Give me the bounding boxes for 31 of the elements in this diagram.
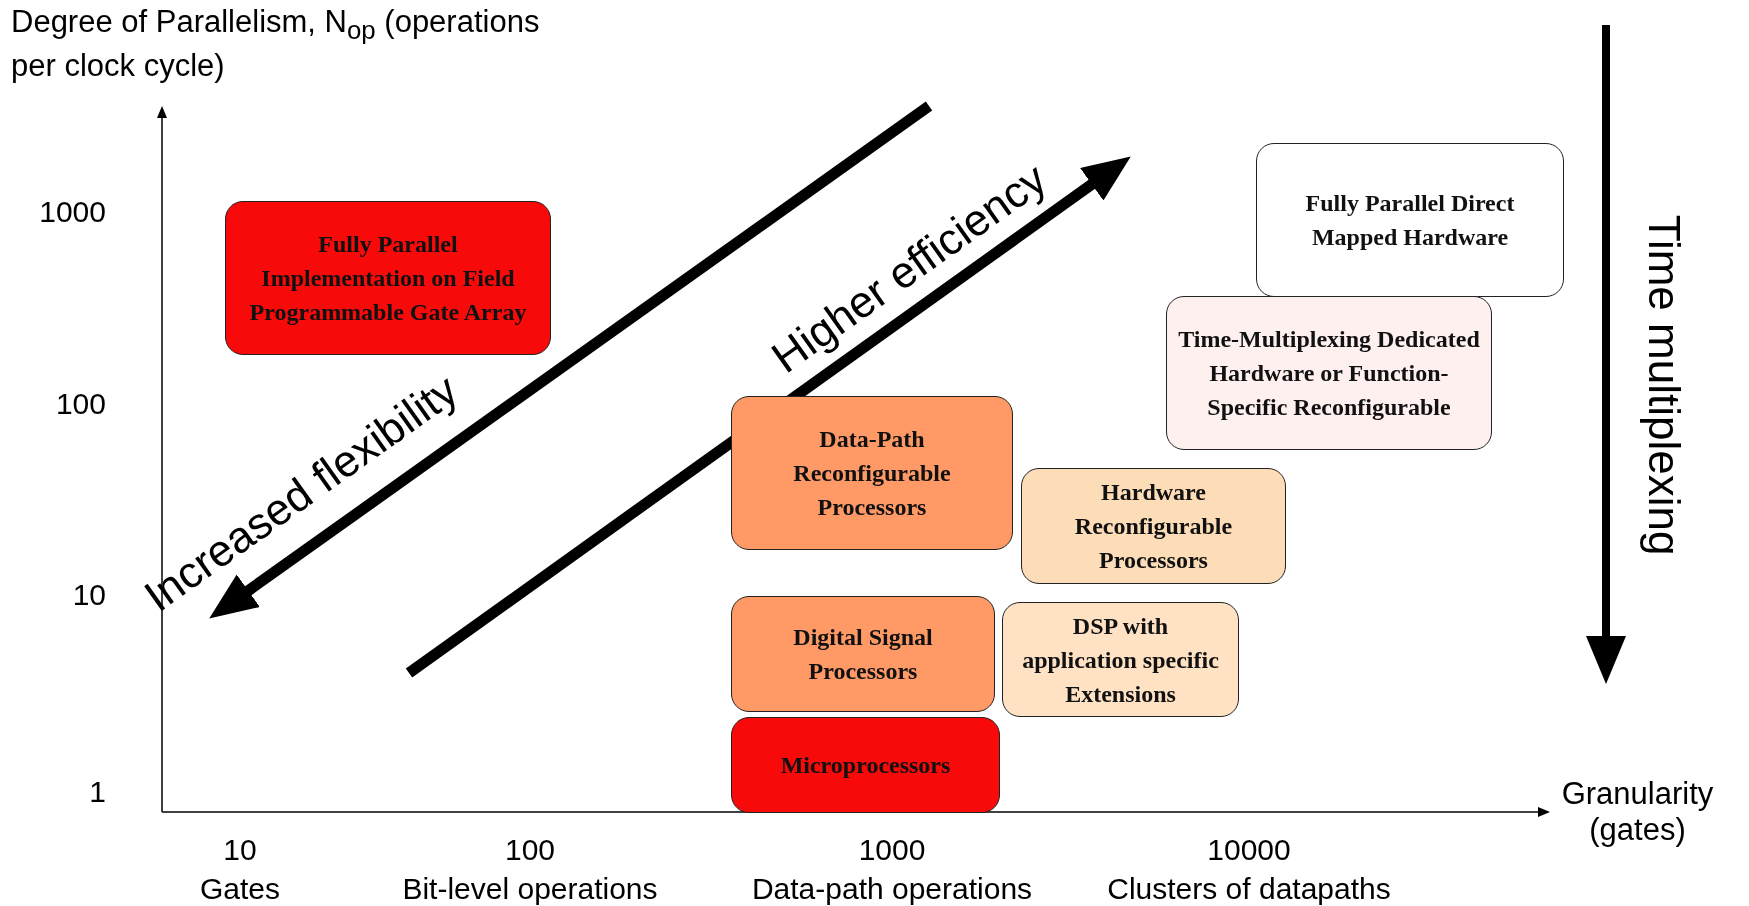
category-box — [1002, 602, 1239, 717]
tick-label: 10 — [222, 832, 258, 868]
box-label: Time-Multiplexing Dedicated Hardware or Function-Specific Reconfigurable — [1177, 325, 1481, 422]
category-box — [1256, 143, 1564, 297]
box-label: DSP with application specific Extensions — [1021, 611, 1220, 709]
tick-label: 100 — [54, 386, 106, 422]
arrow-label: Time multiplexing — [1639, 214, 1689, 556]
axis-title: Degree of Parallelism, N$_{op}$ (operations per clock cycle) — [11, 4, 541, 85]
category-box — [731, 717, 1000, 813]
category-box — [731, 596, 995, 712]
tick-label: 1000 — [38, 194, 106, 230]
box-label: Fully Parallel Direct Mapped Hardware — [1304, 189, 1516, 252]
tick-label: 100 — [503, 832, 557, 868]
tick-label: Clusters of datapaths — [1106, 871, 1392, 906]
tick-label: Gates — [198, 871, 281, 906]
box-label: Data-Path Reconfigurable Processors — [792, 425, 952, 522]
tick-label: Data-path operations — [750, 871, 1034, 906]
tick-label: 10000 — [1206, 832, 1292, 868]
category-box — [225, 201, 551, 355]
box-label: Digital Signal Processors — [792, 623, 934, 686]
box-label: Hardware Reconfigurable Processors — [1073, 478, 1234, 575]
box-label: Fully Parallel Implementation on Field Programmable Gate Array — [248, 230, 528, 327]
category-box — [1021, 468, 1286, 584]
tick-label: 1000 — [857, 832, 927, 868]
category-box — [731, 396, 1013, 550]
box-label: Microprocessors — [780, 751, 951, 780]
axis-title: Granularity (gates) — [1560, 776, 1715, 848]
tick-label: Bit-level operations — [401, 871, 659, 906]
tick-label: 1 — [88, 774, 106, 810]
tick-label: 10 — [71, 577, 106, 613]
category-box — [1166, 296, 1492, 450]
